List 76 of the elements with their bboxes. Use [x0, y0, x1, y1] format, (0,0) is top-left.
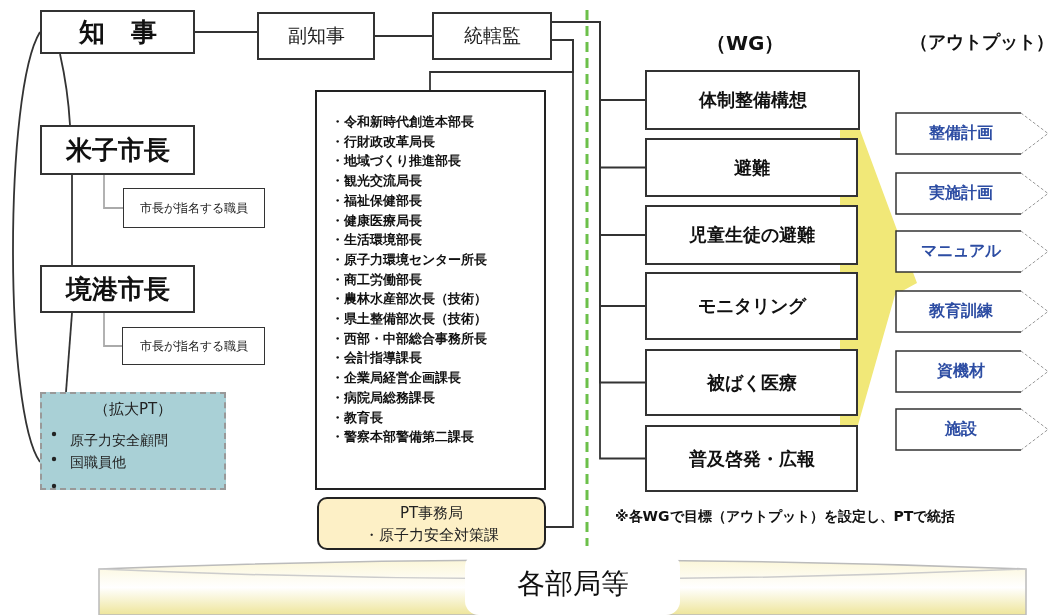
working-group-label: 被ばく医療 [706, 370, 797, 395]
working-group-label: 普及啓発・広報 [688, 446, 815, 471]
list-item: ・警察本部警備第二課長 [331, 428, 475, 447]
team-member-text: 国職員他 [70, 454, 126, 472]
output-label: 整備計画 [929, 123, 993, 144]
working-group-box [645, 272, 858, 340]
office-box [317, 497, 546, 550]
role-box [432, 12, 552, 60]
output-label: 教育訓練 [929, 301, 993, 322]
team-member-text: 原子力安全顧問 [70, 432, 168, 450]
connector-line [12, 31, 41, 463]
list-item: ・西部・中部総合事務所長 [331, 329, 488, 348]
working-group-label: 体制整備構想 [698, 88, 807, 112]
note-text: ※各WGで目標（アウトプット）を設定し、PTで統括 [615, 508, 956, 526]
list-item: ・行財政改革局長 [331, 132, 436, 151]
role-box [40, 125, 195, 175]
list-item: ・福祉保健部長 [331, 191, 423, 210]
role-box [40, 265, 195, 313]
output-arrow-box [895, 290, 1049, 333]
staff-label: 市長が指名する職員 [140, 199, 248, 217]
column-heading: （アウトプット） [910, 30, 1051, 54]
output-label: 実施計画 [929, 183, 993, 204]
list-item: ・農林水産部次長（技術） [331, 290, 488, 309]
role-label: 副知事 [287, 23, 345, 48]
connector-line [374, 35, 433, 37]
output-label: マニュアル [921, 241, 1001, 262]
working-group-label: 児童生徒の避難 [688, 223, 815, 247]
connector-line [59, 53, 71, 126]
output-label: 施設 [945, 419, 977, 440]
role-label: 統轄監 [463, 23, 521, 48]
list-item: ・県土整備部次長（技術） [331, 310, 488, 329]
working-group-label: 避難 [733, 155, 770, 180]
list-item: ・観光交流局長 [331, 172, 423, 191]
role-label: 米子市長 [65, 133, 170, 167]
team-heading: （拡大PT） [92, 400, 174, 419]
output-arrow-box [895, 408, 1049, 451]
office-label: PT事務局 [399, 502, 464, 524]
list-item: ・教育長 [331, 408, 384, 427]
output-arrow-box [895, 350, 1049, 393]
working-group-box [645, 70, 860, 130]
list-item: ・生活環境部長 [331, 231, 423, 250]
role-label: 知 事 [78, 15, 157, 49]
list-item: ・令和新時代創造本部長 [331, 113, 475, 131]
member-list-box [315, 90, 546, 490]
connector-line [71, 174, 73, 266]
departments-label: 各部局等 [516, 566, 629, 602]
working-group-box [645, 425, 858, 492]
column-heading: （WG） [706, 30, 785, 57]
list-item: ・企業局経営企画課長 [331, 369, 462, 388]
role-label: 境港市長 [65, 272, 170, 306]
output-arrow-box [895, 172, 1049, 215]
working-group-box [645, 138, 858, 197]
connector-line [545, 39, 574, 528]
working-group-box [645, 349, 858, 416]
output-arrow-box [895, 112, 1049, 155]
connector-line [194, 31, 258, 33]
list-item: ・健康医療局長 [331, 211, 423, 230]
working-group-box [645, 205, 858, 265]
list-item: ・地域づくり推進部長 [331, 152, 462, 171]
staff-box [123, 188, 265, 228]
list-item: ・会計指導課長 [331, 349, 423, 368]
staff-label: 市長が指名する職員 [139, 337, 248, 355]
connector-line [103, 174, 124, 209]
list-item: ・病院局総務課長 [331, 388, 436, 407]
connector-line [103, 312, 123, 347]
list-item: ・原子力環境センター所長 [331, 250, 488, 269]
connector-line [65, 312, 73, 393]
role-box [257, 12, 375, 60]
output-label: 資機材 [937, 361, 985, 382]
output-arrow-box [895, 230, 1049, 273]
extended-team-box [40, 392, 226, 490]
staff-box [122, 327, 265, 365]
list-item: ・商工労働部長 [331, 270, 423, 289]
working-group-label: モニタリング [697, 294, 806, 318]
role-box [40, 10, 195, 54]
office-label: ・原子力安全対策課 [364, 524, 499, 546]
